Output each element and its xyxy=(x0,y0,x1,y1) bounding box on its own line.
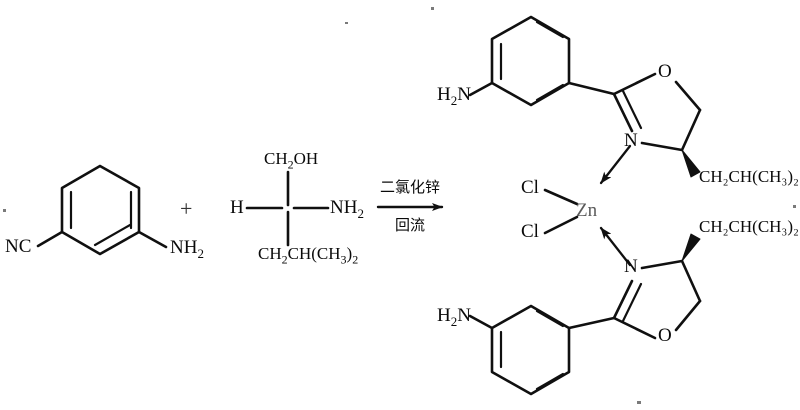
benzene-ring-upper xyxy=(490,15,571,107)
benzene-ring-lower xyxy=(490,304,571,396)
product-upper-aryl-ring xyxy=(468,15,616,107)
product-lower-aryl-ring xyxy=(468,304,616,396)
isobutyl-sub1: 2 xyxy=(281,252,288,267)
bond-aryl-to-oxazoline-upper xyxy=(567,81,616,96)
ring-double-bond xyxy=(93,223,132,247)
ring-double-bond xyxy=(535,372,565,391)
ring-double-bond xyxy=(535,20,565,39)
isobutyl-mid: CH(CH xyxy=(287,244,341,263)
label-oxazoline-nitrogen-upper: N xyxy=(624,130,638,151)
bond-to-amine-lower xyxy=(468,314,494,330)
bond-c4-n-upper xyxy=(640,141,684,152)
isobutyl-head: CH xyxy=(258,244,282,263)
stereo-wedge-lower xyxy=(681,233,701,262)
label-amine-upper: H2N xyxy=(437,85,471,107)
amine-lower-sub: 2 xyxy=(450,313,458,329)
isobutyl-sub3: 2 xyxy=(352,252,359,267)
label-chloride-top: Cl xyxy=(521,177,539,198)
amine-lower-h: H xyxy=(437,305,451,326)
isobutyl-close: ) xyxy=(346,244,353,263)
arrow-condition-below: 回流 xyxy=(395,216,426,234)
amine-lower-n: N xyxy=(457,305,471,326)
bond-c2-n-lower-inner xyxy=(621,282,643,323)
zinc-center-bonds xyxy=(543,188,579,235)
bond-o-c5-lower xyxy=(674,299,702,332)
bond-c5-c4-upper xyxy=(680,108,702,152)
dative-bond-lower-n-to-zn xyxy=(599,226,632,267)
ch2oh-tail: OH xyxy=(293,149,319,168)
bond-to-nitrile xyxy=(36,230,64,248)
nh2-element: NH xyxy=(330,197,358,218)
label-h-leucinol: H xyxy=(230,197,244,218)
bond-aryl-to-oxazoline-lower xyxy=(567,316,616,330)
label-amine-reactant1: NH2 xyxy=(170,238,204,260)
arrow-condition-above: 二氯化锌 xyxy=(380,178,441,196)
bond-o-c5-upper xyxy=(674,80,702,112)
label-oxazoline-oxygen-upper: O xyxy=(658,61,672,82)
nh2-subscript: 2 xyxy=(357,205,364,221)
bond-c4-n-lower xyxy=(640,259,684,270)
aminobenzonitrile-structure xyxy=(36,164,168,256)
bond-zn-cl-top xyxy=(543,188,579,206)
label-amine-lower: H2N xyxy=(437,306,471,328)
bond-c5-c4-lower xyxy=(680,259,702,303)
oxazoline-ring-lower xyxy=(612,259,702,340)
amine-upper-h: H xyxy=(437,84,451,105)
bond-c2-n-lower xyxy=(612,279,634,320)
scan-speck xyxy=(637,401,641,404)
scan-speck xyxy=(3,209,6,212)
leucinol-structure xyxy=(245,170,330,247)
bond-c2-n-upper xyxy=(612,92,634,133)
plus-operator: + xyxy=(180,196,193,221)
ring-double-bond xyxy=(535,83,565,102)
label-oxazoline-nitrogen-lower: N xyxy=(624,256,638,277)
bond-to-amine-upper xyxy=(468,81,494,97)
amine-element: NH xyxy=(170,237,198,258)
ring-double-bond xyxy=(535,309,565,328)
isobutyl-sub2: 3 xyxy=(340,252,347,267)
label-chloride-bottom: Cl xyxy=(521,221,539,242)
bond-c2-o-upper xyxy=(612,72,657,96)
label-isobutyl-leucinol: CH2CH(CH3)2 xyxy=(258,245,358,265)
stereo-wedge-upper xyxy=(681,149,701,178)
label-nh2-leucinol: NH2 xyxy=(330,198,364,220)
amine-upper-n: N xyxy=(457,84,471,105)
ch2oh-head: CH xyxy=(264,149,288,168)
bond-c2-n-upper-inner xyxy=(621,89,643,130)
bond-to-amine xyxy=(137,230,168,249)
label-ch2oh-leucinol: CH2OH xyxy=(264,150,318,170)
label-oxazoline-oxygen-lower: O xyxy=(658,325,672,346)
amine-upper-sub: 2 xyxy=(450,92,458,108)
label-isobutyl-lower: CH₂CH(CH₃)₂ xyxy=(699,217,799,236)
ch2oh-subscript: 2 xyxy=(287,157,294,172)
scan-speck xyxy=(345,22,348,24)
scan-speck xyxy=(431,7,434,10)
label-isobutyl-upper: CH₂CH(CH₃)₂ xyxy=(699,167,799,186)
dative-bond-upper-n-to-zn xyxy=(599,144,632,185)
bond-zn-cl-bottom xyxy=(543,215,579,235)
label-nitrile-reactant1: NC xyxy=(5,236,32,257)
scan-speck xyxy=(793,205,796,208)
oxazoline-ring-upper xyxy=(612,72,702,152)
bond-c2-o-lower xyxy=(612,316,657,340)
label-zinc-center: Zn xyxy=(576,200,598,221)
amine-subscript: 2 xyxy=(197,245,204,261)
